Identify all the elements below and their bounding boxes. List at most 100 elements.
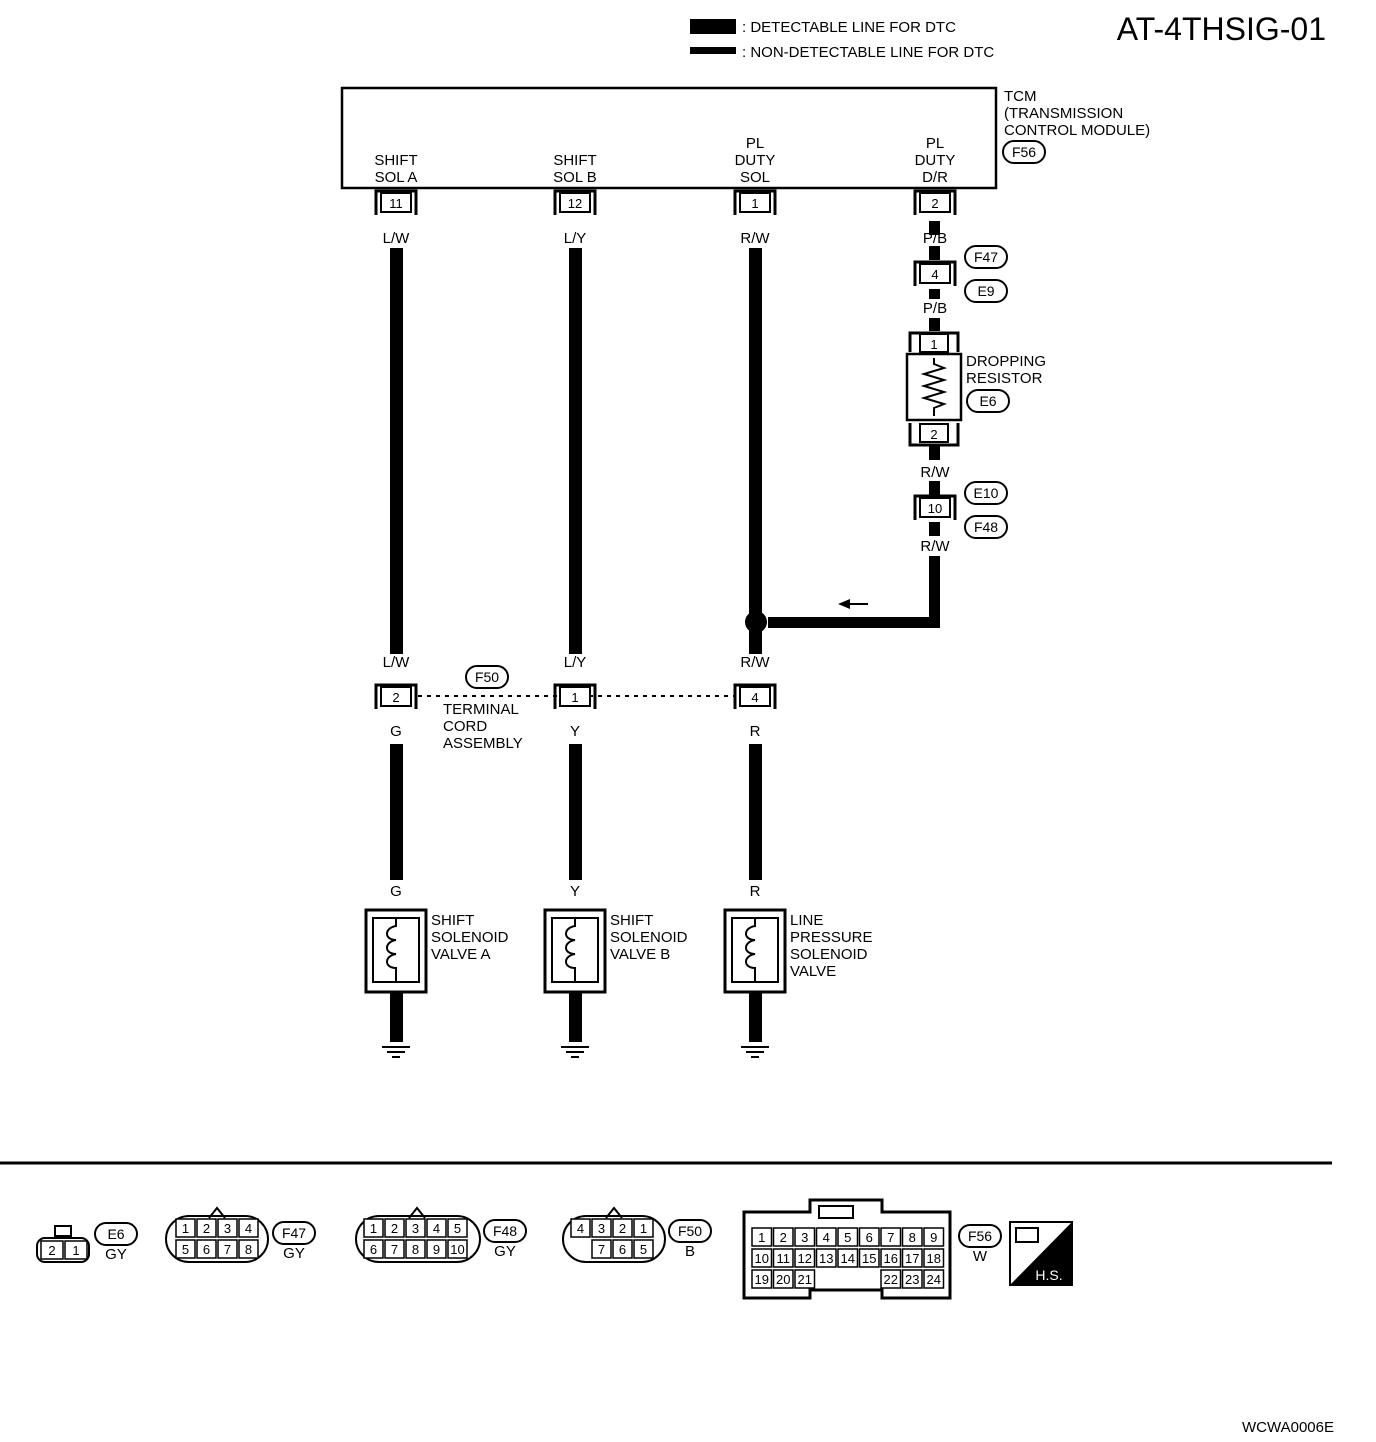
wire-color-label: R/W — [740, 654, 770, 671]
connector-cavity — [880, 1269, 902, 1289]
connector-cavity — [794, 1269, 816, 1289]
connector-face-badge: F50 — [678, 1223, 702, 1239]
tcm-connector-badge-outline — [1002, 140, 1046, 164]
connector-pin-number: 14 — [841, 1251, 855, 1266]
solenoid-label: PRESSURE — [790, 929, 873, 946]
tcm-terminal-pin-bracket — [374, 189, 418, 215]
connector-cavity — [772, 1269, 794, 1289]
connector-pin-number: 13 — [819, 1251, 833, 1266]
connector-cavity — [384, 1218, 405, 1238]
tcm-terminal-pin-bracket — [913, 189, 957, 215]
connector-f47-badge-outline — [964, 245, 1008, 269]
dropping-resistor-pin-in-box — [919, 333, 949, 353]
wire-color-label: G — [390, 883, 402, 900]
connector-pin-number: 5 — [844, 1230, 851, 1245]
connector-cavity — [64, 1240, 88, 1260]
solenoid-label: SHIFT — [610, 912, 653, 929]
connector-cavity — [901, 1227, 923, 1247]
connector-f48-badge: F48 — [974, 519, 998, 535]
wire-resistor-out-stub-3 — [929, 522, 940, 536]
tcm-terminal-label: DUTY — [735, 152, 776, 169]
wire-color-label: R/W — [920, 464, 950, 481]
wire-color-label: L/Y — [564, 654, 587, 671]
legend-non-detectable-swatch — [690, 47, 736, 54]
connector-cavity — [880, 1227, 902, 1247]
tcm-terminal-label: PL — [926, 135, 944, 152]
connector-pin-number: 4 — [245, 1221, 252, 1236]
tcm-terminal-pin: 1 — [751, 196, 758, 211]
connector-cavity — [196, 1239, 217, 1259]
tcm-terminal-label: SOL — [740, 169, 770, 186]
wire-color-label: Y — [570, 883, 580, 900]
connector-e10-badge: E10 — [974, 485, 999, 501]
connector-pin-number: 17 — [905, 1251, 919, 1266]
tcm-name-label: CONTROL MODULE) — [1004, 122, 1150, 139]
terminal-cord-pin-box — [739, 686, 771, 707]
tcm-terminal-pin-box — [919, 192, 951, 213]
connector-color-code: GY — [105, 1246, 127, 1263]
connector-cavity — [570, 1218, 591, 1238]
connector-cavity — [426, 1218, 447, 1238]
connector-cavity — [363, 1239, 384, 1259]
connector-pin-number: 3 — [801, 1230, 808, 1245]
terminal-cord-pin-box — [559, 686, 591, 707]
connector-e9-badge: E9 — [977, 283, 994, 299]
terminal-cord-connector-badge: F50 — [475, 669, 499, 685]
connector-pin-number: 8 — [909, 1230, 916, 1245]
diagram-static: AT-4THSIG-01 : DETECTABLE LINE FOR DTC :… — [0, 11, 1334, 1436]
connector-pin-number: 6 — [370, 1242, 377, 1257]
connector-color-code: GY — [494, 1243, 516, 1260]
tcm-name-label: TCM — [1004, 88, 1037, 105]
connector-pin-number: 1 — [758, 1230, 765, 1245]
connector-pin-number: 1 — [72, 1243, 79, 1258]
connector-pin-number: 2 — [780, 1230, 787, 1245]
connector-pin-number: 5 — [182, 1242, 189, 1257]
connector-e9-badge-outline — [964, 279, 1008, 303]
connector-latch-icon — [818, 1205, 854, 1219]
figure-id: WCWA0006E — [1242, 1419, 1334, 1436]
connector-cavity — [238, 1239, 259, 1259]
connector-pin-number: 23 — [905, 1272, 919, 1287]
connector-f47-e9-pin-bracket — [913, 260, 957, 286]
terminal-cord-pin-bracket — [374, 683, 418, 709]
wire-shift-sol-a-upper — [390, 248, 403, 654]
connector-cavity — [633, 1239, 654, 1259]
connector-cavity — [772, 1227, 794, 1247]
terminal-cord-pin: 4 — [751, 690, 758, 705]
wire-color-label: R — [750, 883, 761, 900]
hs-badge-fill — [1010, 1222, 1072, 1285]
connector-cavity — [815, 1248, 837, 1268]
connector-face-badge-outline — [668, 1219, 712, 1243]
resistor-zigzag — [920, 358, 948, 416]
connector-pin-number: 6 — [203, 1242, 210, 1257]
connector-pin-number: 10 — [450, 1242, 464, 1257]
tcm-terminal-label: SOL A — [375, 169, 418, 186]
solenoid-coil-icon — [386, 918, 397, 982]
wire-shift-sol-b-lower — [569, 744, 582, 880]
solenoid-label: VALVE — [790, 963, 836, 980]
connector-cavity — [858, 1227, 880, 1247]
connector-cavity — [363, 1218, 384, 1238]
dropping-resistor-bracket-bottom — [908, 423, 960, 447]
connector-pin-number: 2 — [619, 1221, 626, 1236]
connector-e10-badge-outline — [964, 481, 1008, 505]
connector-e10-f48-pin-bracket — [913, 494, 957, 520]
wire-color-label: R/W — [740, 230, 770, 247]
terminal-cord-label: CORD — [443, 718, 487, 735]
connector-pin-number: 9 — [930, 1230, 937, 1245]
connector-cavity — [591, 1218, 612, 1238]
tcm-module-box — [340, 86, 998, 190]
tcm-terminal-label: SHIFT — [374, 152, 417, 169]
solenoid-ground-wire — [390, 992, 403, 1042]
connector-cavity — [447, 1218, 468, 1238]
wire-return-vertical — [929, 556, 940, 628]
connector-face-badge-outline — [272, 1221, 316, 1245]
connector-pin-number: 3 — [224, 1221, 231, 1236]
connector-key-icon — [408, 1206, 426, 1219]
connector-cavity — [751, 1269, 773, 1289]
connector-pin-number: 21 — [798, 1272, 812, 1287]
tcm-terminal-pin-box — [380, 192, 412, 213]
tcm-terminal-pin: 11 — [389, 196, 403, 211]
connector-pin-number: 3 — [412, 1221, 419, 1236]
